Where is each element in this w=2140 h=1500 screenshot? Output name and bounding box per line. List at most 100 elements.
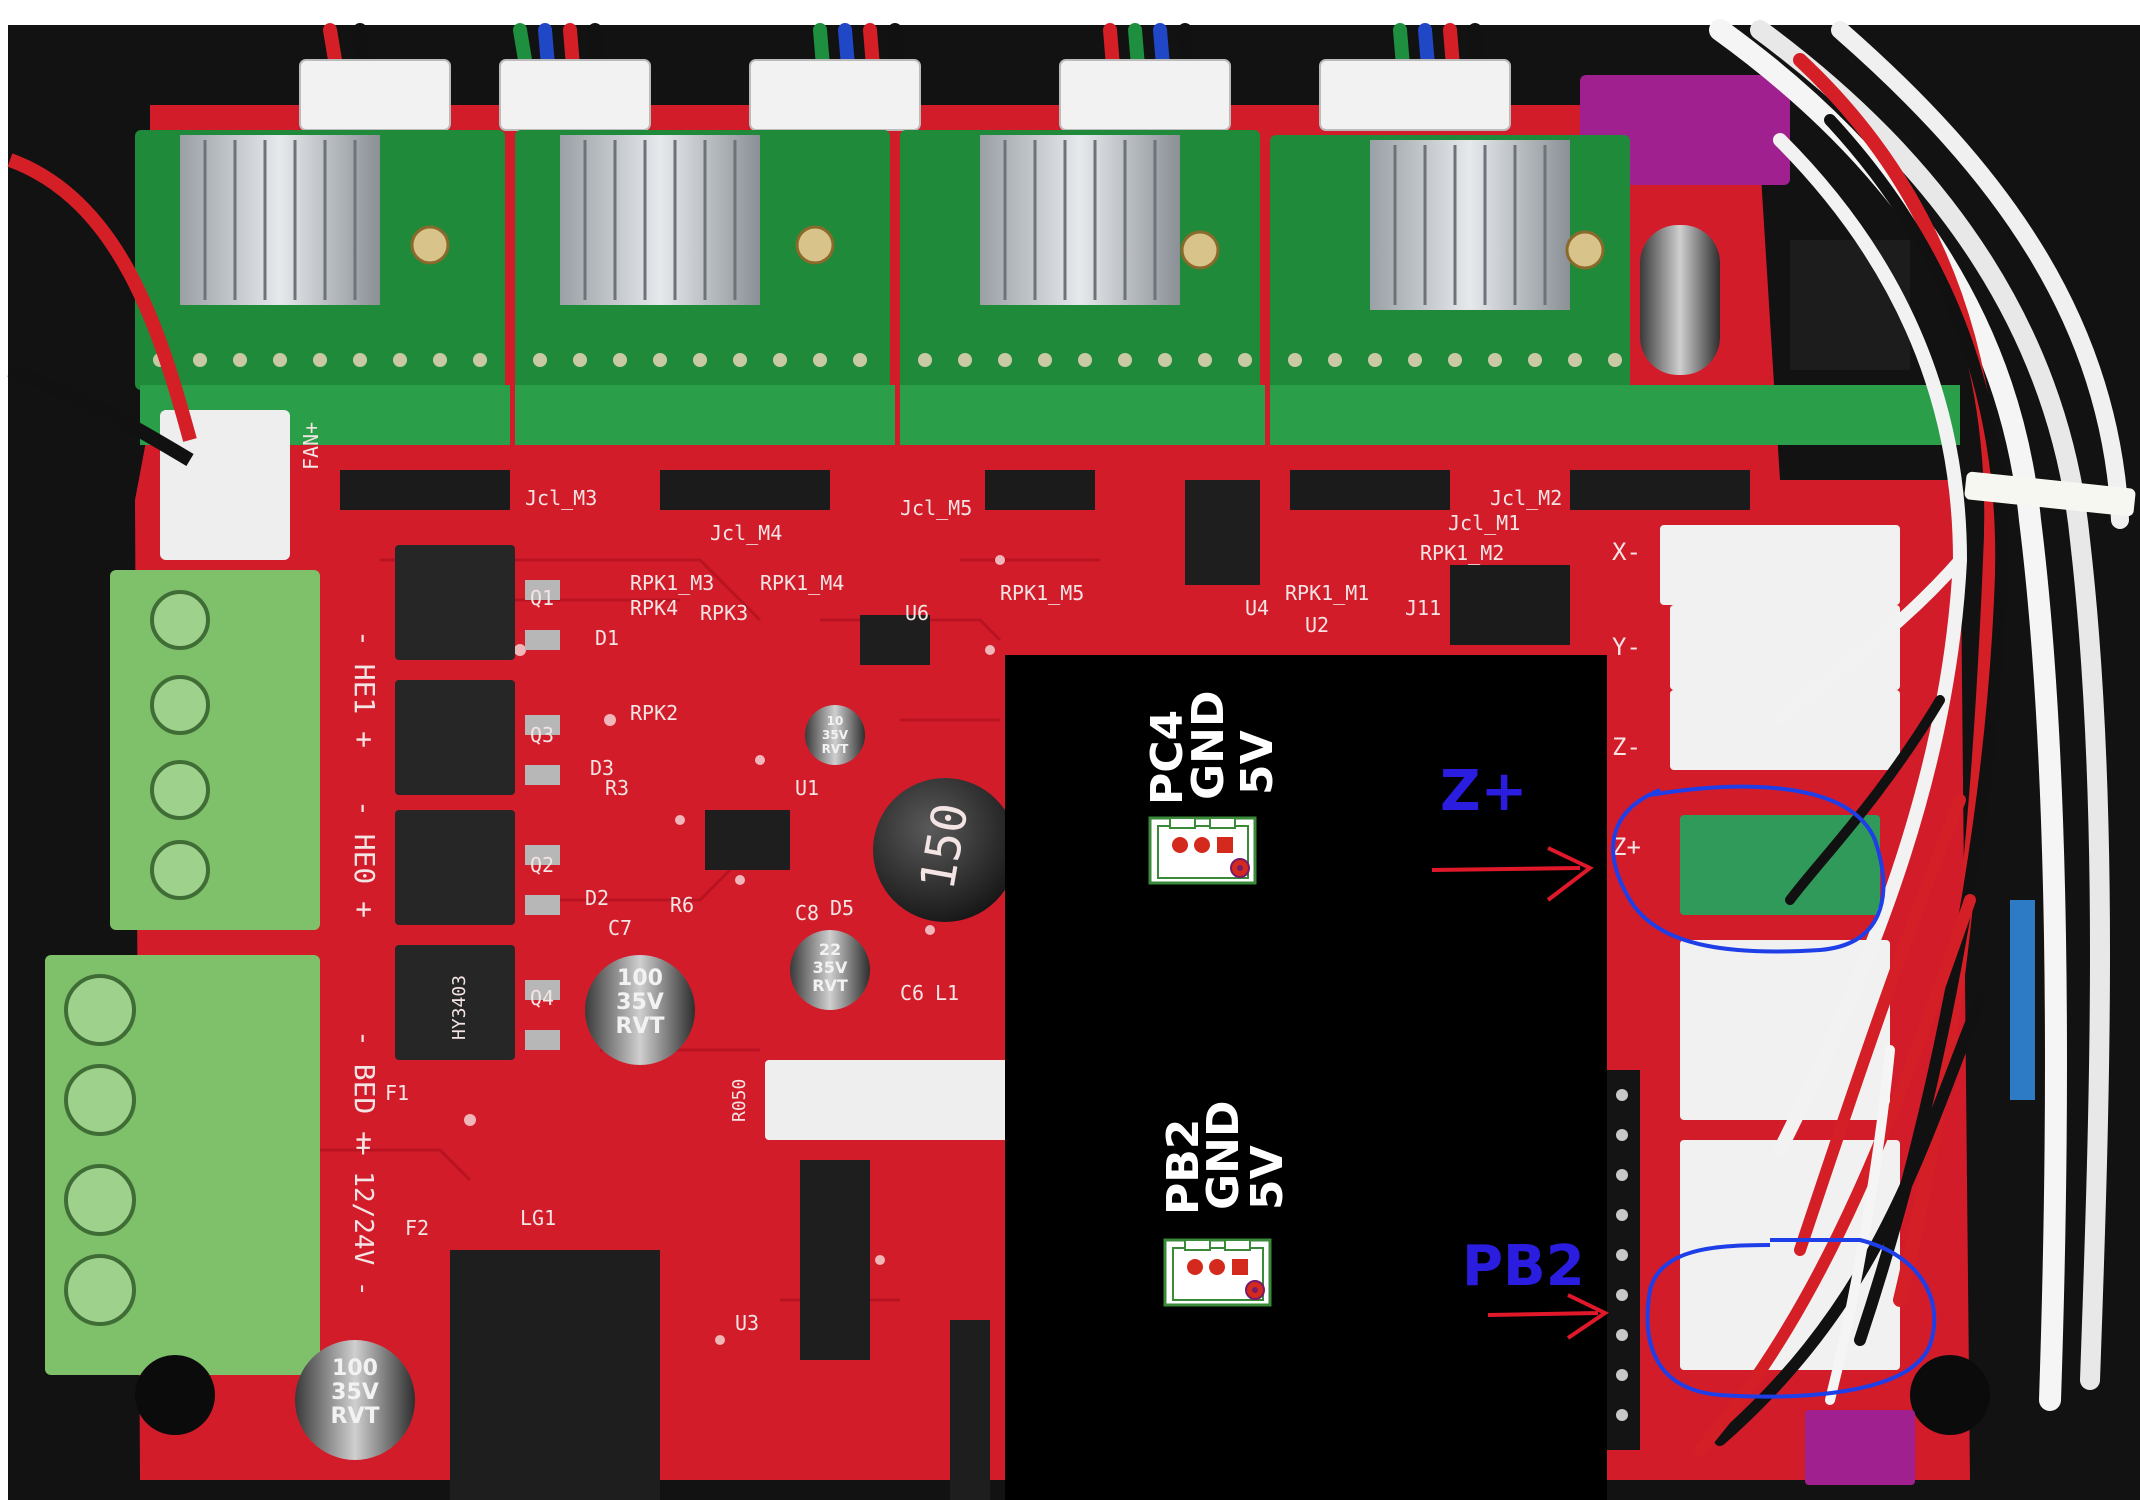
black-header-top-right: [1790, 240, 1910, 370]
silk-f1: F1: [385, 1081, 409, 1105]
silk-bed: - BED +: [348, 1030, 381, 1148]
silk-rpk2: RPK2: [630, 701, 678, 725]
capacitor-marking-line: RVT: [822, 742, 850, 756]
pin-dot-1b: [1194, 837, 1210, 853]
capacitor-marking-line: 35V: [822, 728, 849, 742]
capacitor-marking-line: 22: [819, 940, 841, 959]
callout-pb2: PB2: [1462, 1234, 1585, 1299]
silk-d2: D2: [585, 886, 609, 910]
silk-power: + 12/24V -: [348, 1140, 378, 1297]
pb2-highlight-circle: [1645, 1238, 1937, 1399]
silk-d3: D3: [590, 756, 614, 780]
callout-z-plus: Z+: [1440, 759, 1528, 824]
silk-endstop-x: X-: [1612, 538, 1641, 566]
capacitor-marking-line: RVT: [812, 976, 848, 995]
capacitor-marking-line: RVT: [331, 1404, 380, 1429]
silk-q4: Q4: [530, 986, 554, 1010]
silk-u1: U1: [795, 776, 819, 800]
stepper-drivers: [135, 130, 1630, 390]
silk-q2: Q2: [530, 853, 554, 877]
silk-c7: C7: [608, 916, 632, 940]
silk-d1: D1: [595, 626, 619, 650]
electrolytic-capacitors: [295, 705, 870, 1460]
silk-j11: J11: [1405, 596, 1441, 620]
silk-jumper-m1: Jcl_M1: [1448, 511, 1520, 535]
blue-wire: [2010, 900, 2035, 1100]
silk-endstop-z-plus: Z+: [1612, 833, 1641, 861]
pin-dot-2b: [1209, 1259, 1225, 1275]
purple-connector-bottom: [1805, 1410, 1915, 1485]
pin-label-gnd-2: GND: [1198, 1101, 1249, 1210]
white-connector-middle: [765, 1060, 1015, 1140]
cable-tie: [1964, 471, 2136, 517]
silk-l1: L1: [935, 981, 959, 1005]
bed-power-terminal: [45, 955, 320, 1375]
silk-q3: Q3: [530, 723, 554, 747]
silk-rpk-m4: RPK1_M4: [760, 571, 844, 595]
silk-rpk4: RPK4: [630, 596, 678, 620]
pin-dot-1a: [1172, 837, 1188, 853]
capacitor-top-right: [1640, 225, 1720, 375]
silk-r3: R3: [605, 776, 629, 800]
jumper-headers: [340, 470, 1750, 645]
silk-u2: U2: [1305, 613, 1329, 637]
silk-r6: R6: [670, 893, 694, 917]
fan-connector: [160, 410, 290, 560]
capacitor-marking-line: 35V: [331, 1380, 379, 1405]
fan-wire-black: [7, 363, 194, 467]
silk-rpk3: RPK3: [700, 601, 748, 625]
capacitor-marking-line: 35V: [813, 958, 848, 977]
silk-u6: U6: [905, 601, 929, 625]
purple-connector-top: [1580, 75, 1790, 185]
mounting-hole-right: [1910, 1355, 1990, 1435]
mounting-hole-left: [135, 1355, 215, 1435]
silk-jumper-m4: Jcl_M4: [710, 521, 782, 545]
silkscreen-labels: FAN+ - HE1 + - HE0 + - BED + + 12/24V - …: [299, 422, 1641, 1335]
silk-rpk-m2: RPK1_M2: [1420, 541, 1504, 565]
silk-rpk-m1: RPK1_M1: [1285, 581, 1369, 605]
pin-label-5v-2: 5V: [1242, 1145, 1293, 1210]
silk-q1: Q1: [530, 586, 554, 610]
silk-endstop-y: Y-: [1612, 633, 1641, 661]
pin-label-gnd-1: GND: [1183, 691, 1234, 800]
silk-c8: C8: [795, 901, 819, 925]
pin-square-1c: [1217, 837, 1233, 853]
silk-jumper-m2: Jcl_M2: [1490, 486, 1562, 510]
pin-label-5v-1: 5V: [1232, 730, 1283, 795]
driver-header-pins: [153, 353, 1622, 367]
silk-jumper-m5: Jcl_M5: [900, 496, 972, 520]
callout-pb2-arrow: [1487, 1293, 1609, 1340]
capacitor-marking-line: 100: [617, 966, 663, 991]
right-pin-header-pins: [1616, 1089, 1628, 1421]
silk-he0: - HE0 +: [348, 800, 381, 918]
pin-square-2c: [1232, 1259, 1248, 1275]
capacitor-marking-line: 10: [827, 714, 844, 728]
motor-connectors: [299, 59, 1511, 131]
silk-f2: F2: [405, 1216, 429, 1240]
pin-label-pb2: PB2: [1158, 1119, 1209, 1215]
silk-endstop-z-minus: Z-: [1612, 733, 1641, 761]
silk-u3: U3: [735, 1311, 759, 1335]
mosfet-tabs: [525, 580, 560, 1050]
mosfets: [395, 545, 515, 1060]
silk-fan: FAN+: [299, 422, 323, 470]
capacitor-marking-line: 100: [332, 1356, 378, 1381]
capacitor-marking-line: 35V: [616, 990, 664, 1015]
silk-he1: - HE1 +: [348, 630, 381, 748]
capacitor-marking-line: RVT: [616, 1014, 665, 1039]
silk-jumper-m3: Jcl_M3: [525, 486, 597, 510]
silk-lg1: LG1: [520, 1206, 556, 1230]
heater-terminal: [110, 570, 320, 930]
wire-harness-right: [1694, 19, 2129, 1456]
z-plus-highlight-circle: [1611, 784, 1886, 954]
silk-mosfet: HY3403: [449, 975, 470, 1040]
silk-c6: C6: [900, 981, 924, 1005]
silk-d5: D5: [830, 896, 854, 920]
pin-label-pc4: PC4: [1142, 710, 1193, 805]
silk-u4: U4: [1245, 596, 1269, 620]
callout-z-plus-arrow: [1431, 846, 1594, 902]
inductor: [873, 778, 1017, 922]
